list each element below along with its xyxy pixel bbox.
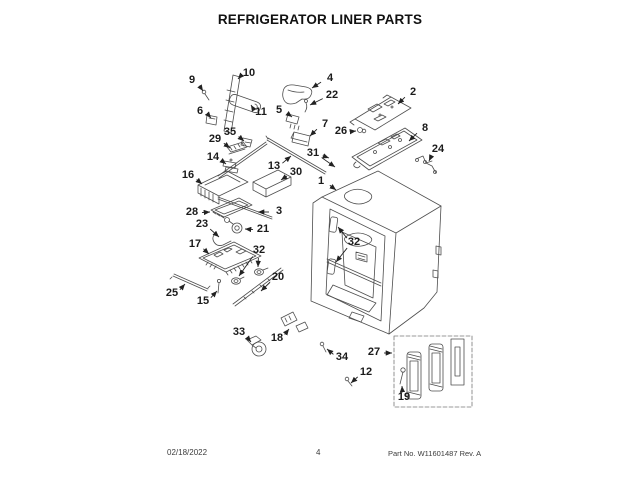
callout-16: 16 — [181, 168, 195, 181]
callout-11: 11 — [255, 105, 267, 118]
callout-19: 19 — [397, 390, 411, 403]
page-title: REFRIGERATOR LINER PARTS — [217, 12, 423, 27]
callout-14: 14 — [206, 150, 220, 163]
callout-22: 22 — [325, 88, 339, 101]
callout-arrow-23 — [209, 228, 220, 238]
callout-10: 10 — [242, 66, 256, 79]
callout-arrow-21 — [244, 226, 254, 233]
lower-parts — [246, 311, 353, 387]
callout-arrows — [178, 72, 435, 393]
callout-arrow-12 — [350, 376, 358, 384]
footer-page-number: 4 — [316, 448, 321, 457]
callout-arrow-9 — [197, 84, 204, 92]
callout-31: 31 — [306, 146, 320, 159]
callout-17: 17 — [188, 237, 202, 250]
callout-24: 24 — [431, 142, 445, 155]
middle-parts — [169, 169, 292, 307]
callout-arrow-32 — [238, 256, 254, 277]
callout-arrow-10 — [237, 72, 245, 80]
callout-33: 33 — [232, 325, 246, 338]
callout-arrow-32 — [335, 247, 348, 263]
callout-arrow-22 — [309, 98, 323, 106]
callout-29: 29 — [208, 132, 222, 145]
callout-21: 21 — [256, 222, 270, 235]
callout-12: 12 — [359, 365, 373, 378]
callout-7: 7 — [321, 117, 329, 130]
callout-arrow-7 — [309, 128, 318, 137]
callout-arrow-32 — [337, 226, 348, 239]
upper-parts — [201, 74, 437, 179]
callout-arrow-25 — [178, 283, 186, 291]
callout-arrow-15 — [210, 290, 218, 298]
callout-arrow-6 — [204, 111, 212, 119]
callout-18: 18 — [270, 331, 284, 344]
callout-20: 20 — [271, 270, 285, 283]
callout-arrow-34 — [326, 348, 334, 356]
callout-8: 8 — [421, 121, 429, 134]
callout-arrow-1 — [329, 184, 337, 191]
footer-part-number: Part No. W11601487 Rev. A — [388, 449, 482, 458]
callout-15: 15 — [196, 294, 210, 307]
callout-26: 26 — [334, 124, 348, 137]
callout-arrow-28 — [201, 209, 211, 216]
callout-32: 32 — [252, 243, 266, 256]
cabinet-liner — [310, 170, 442, 335]
callout-arrow-17 — [202, 247, 210, 255]
callout-28: 28 — [185, 205, 199, 218]
callout-arrow-11 — [250, 104, 257, 112]
callout-6: 6 — [196, 104, 204, 117]
callout-30: 30 — [289, 165, 303, 178]
callout-27: 27 — [367, 345, 381, 358]
callout-arrow-29 — [223, 142, 231, 149]
callout-arrow-16 — [195, 177, 203, 185]
callout-arrow-18 — [282, 328, 290, 336]
callout-arrow-31 — [322, 153, 330, 159]
footer-date: 02/18/2022 — [167, 448, 208, 457]
callout-arrow-31 — [321, 157, 336, 168]
callout-1: 1 — [317, 174, 325, 187]
callout-4: 4 — [326, 71, 334, 84]
callout-arrow-33 — [244, 335, 252, 343]
callout-arrow-13 — [282, 155, 292, 164]
callout-5: 5 — [275, 103, 283, 116]
service-kit-box — [393, 335, 473, 408]
callout-23: 23 — [195, 217, 209, 230]
callout-arrow-4 — [311, 81, 322, 89]
callout-arrow-26 — [349, 128, 357, 135]
callout-arrow-5 — [285, 110, 293, 118]
callout-arrow-14 — [219, 157, 227, 165]
callout-arrow-30 — [280, 174, 288, 181]
callout-2: 2 — [409, 85, 417, 98]
callout-32: 32 — [347, 235, 361, 248]
callout-34: 34 — [335, 350, 349, 363]
callout-35: 35 — [223, 125, 237, 138]
callout-arrow-8 — [408, 132, 418, 142]
callout-3: 3 — [275, 204, 283, 217]
callout-arrow-24 — [428, 154, 435, 162]
callout-25: 25 — [165, 286, 179, 299]
callout-9: 9 — [188, 73, 196, 86]
callout-arrow-2 — [397, 96, 406, 105]
callout-arrow-20 — [260, 281, 271, 292]
callout-arrow-35 — [237, 134, 245, 142]
callout-13: 13 — [267, 159, 281, 172]
